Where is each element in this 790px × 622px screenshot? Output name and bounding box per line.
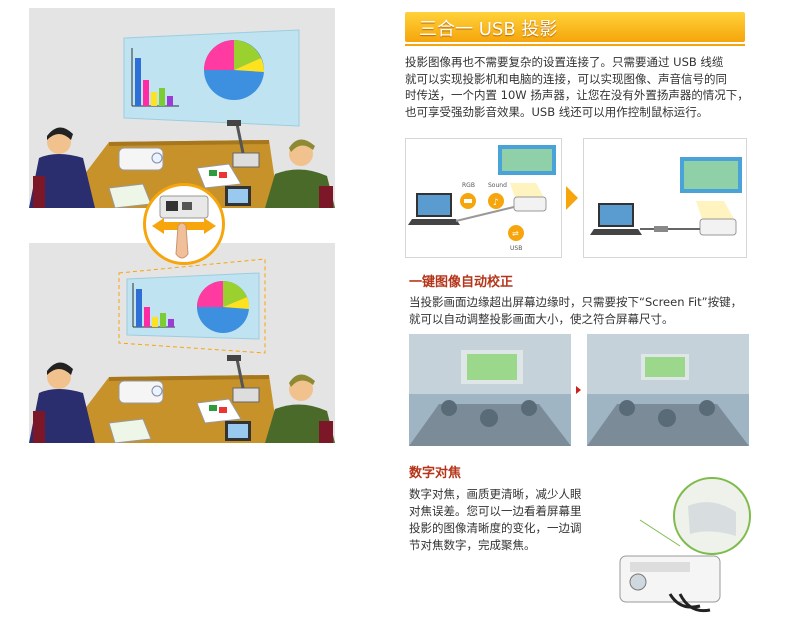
arrow-right-icon xyxy=(566,186,578,210)
projector-focus-illustration xyxy=(610,476,755,616)
conference-room-after xyxy=(587,334,749,446)
text-line: 数字对焦，画质更清晰，减少人眼 xyxy=(409,487,582,501)
svg-text:⇌: ⇌ xyxy=(512,229,519,238)
text-line: 就可以自动调整投影画面大小，使之符合屏幕尺寸。 xyxy=(409,311,674,326)
conference-room-before xyxy=(409,334,571,446)
text-line: 也可享受强劲影音效果。USB 线还可以用作控制鼠标运行。 xyxy=(405,104,709,119)
usb-diagram-before: ♪ ⇌ RGB Sound USB xyxy=(405,138,562,258)
text-line: 当投影画面边缘超出屏幕边缘时，只需要按下“Screen Fit”按键， xyxy=(409,295,743,309)
auto-correct-description: 当投影画面边缘超出屏幕边缘时，只需要按下“Screen Fit”按键， 就可以自… xyxy=(409,294,754,327)
projector-closeup xyxy=(619,477,751,613)
meeting-room-photo xyxy=(409,334,571,446)
rgb-label: RGB xyxy=(462,182,475,189)
text-line: 对焦误差。您可以一边看着屏幕里 xyxy=(409,504,582,518)
finger-press-illustration xyxy=(152,195,216,259)
text-line: 时传送，一个内置 10W 扬声器，让您在没有外置扬声器的情况下， xyxy=(405,88,749,102)
section-title-usb: 三合一 USB 投影 xyxy=(419,19,558,40)
usb-diagram-after xyxy=(583,138,747,258)
text-line: 投影的图像清晰度的变化，一边调 xyxy=(409,521,582,535)
bottom-scene-illustration xyxy=(29,258,335,444)
screen-fit-button-callout xyxy=(143,183,225,265)
text-line: 投影图像再也不需要复杂的设置连接了。只需要通过 USB 线缆 xyxy=(405,55,724,69)
sound-label: Sound xyxy=(488,182,507,189)
usb-description: 投影图像再也不需要复杂的设置连接了。只需要通过 USB 线缆 就可以实现投影机和… xyxy=(405,54,755,120)
usb-label: USB xyxy=(510,245,523,252)
arrow-right-small-icon xyxy=(576,386,581,394)
title-underline xyxy=(405,44,745,46)
top-scene-illustration xyxy=(29,29,335,209)
text-line: 就可以实现投影机和电脑的连接，可以实现图像、声音信号的同 xyxy=(405,71,727,86)
section-heading-digital-focus: 数字对焦 xyxy=(409,466,462,481)
svg-text:♪: ♪ xyxy=(493,198,499,208)
bottom-scene-panel xyxy=(29,243,335,444)
usb-cable-illustration xyxy=(590,157,742,236)
meeting-room-photo xyxy=(587,334,749,446)
digital-focus-description: 数字对焦，画质更清晰，减少人眼 对焦误差。您可以一边看着屏幕里 投影的图像清晰度… xyxy=(409,486,609,554)
section-title-bar: 三合一 USB 投影 xyxy=(405,12,745,42)
text-line: 节对焦数字，完成聚焦。 xyxy=(409,538,536,552)
usb-connection-illustration: ♪ ⇌ xyxy=(408,145,556,241)
top-scene-panel xyxy=(29,8,335,209)
section-heading-auto-correct: 一键图像自动校正 xyxy=(409,275,514,290)
